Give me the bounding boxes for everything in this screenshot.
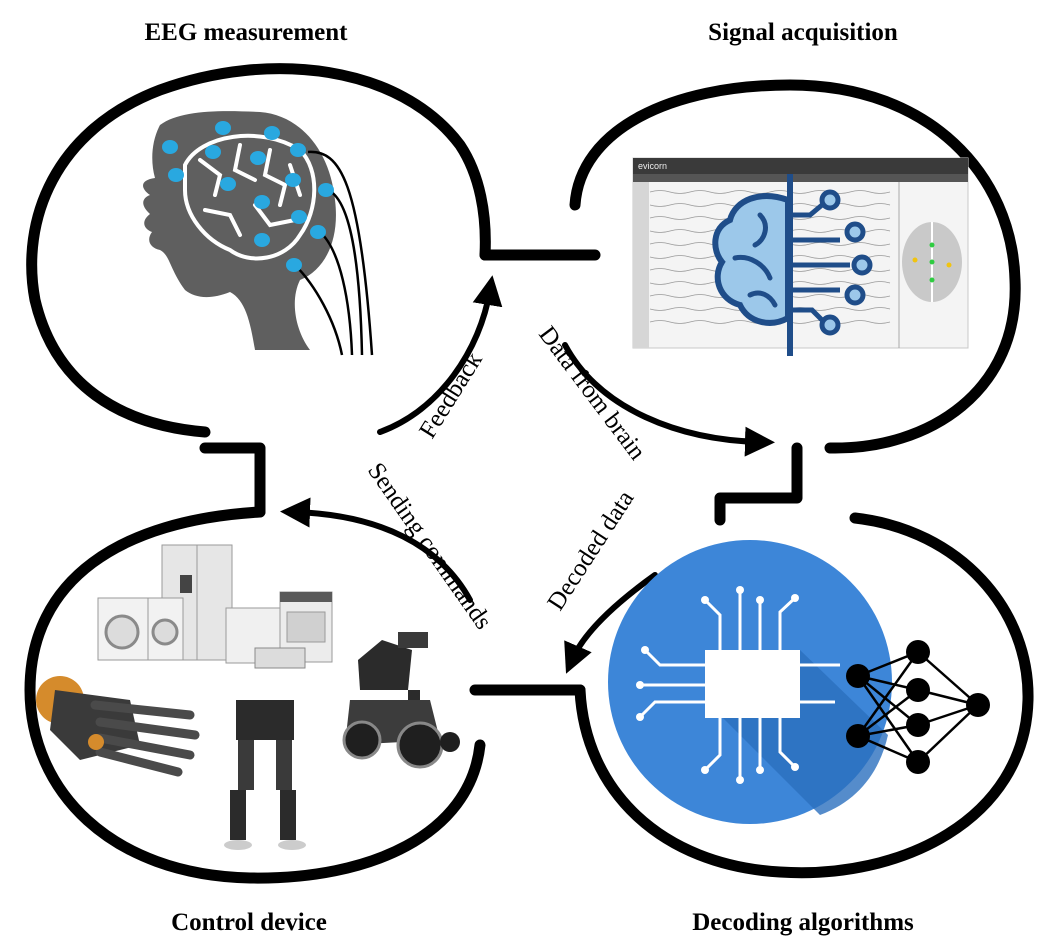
eeg-head-illustration xyxy=(143,111,374,356)
software-brand: evicorn xyxy=(638,161,667,171)
leg-exoskeleton xyxy=(224,700,306,850)
brain-icon-folds xyxy=(732,212,778,308)
arrow-sending-commands xyxy=(280,497,473,603)
title-eeg-measurement: EEG measurement xyxy=(145,19,349,46)
decoding-circle-outline xyxy=(574,512,1034,879)
topo-map xyxy=(902,222,962,302)
oven xyxy=(279,591,333,663)
channel-sidebar xyxy=(633,182,649,348)
control-circle-outline xyxy=(24,506,486,884)
decoding-illustration xyxy=(608,540,990,824)
label-sending-commands: Sending commands xyxy=(362,458,497,634)
connector-signal-to-decoding xyxy=(714,442,803,526)
signal-circle-outline xyxy=(569,79,1021,454)
power-wheelchair xyxy=(342,632,460,769)
arrow-feedback xyxy=(377,275,503,435)
electrode-cables xyxy=(294,150,374,356)
microwave xyxy=(254,647,306,669)
title-decoding-algorithms: Decoding algorithms xyxy=(692,909,914,936)
neural-network-nodes xyxy=(846,640,990,774)
arrow-data-from-brain xyxy=(562,342,775,457)
circuit-icon-right xyxy=(793,189,873,336)
brain-maze xyxy=(183,133,317,261)
eeg-electrodes xyxy=(162,121,334,272)
software-titlebar xyxy=(633,158,968,174)
chip-trace-ends xyxy=(636,586,799,784)
robotic-hand xyxy=(36,676,200,777)
connector-control-to-eeg xyxy=(199,442,266,518)
microchip xyxy=(705,650,800,718)
title-control-device: Control device xyxy=(171,909,327,936)
arrow-decoded-data xyxy=(564,572,658,674)
signal-software-window: evicorn xyxy=(632,157,969,356)
chip-traces xyxy=(638,590,840,780)
eeg-circle-outline xyxy=(26,63,491,438)
washer-dryer xyxy=(97,597,184,661)
title-signal-acquisition: Signal acquisition xyxy=(708,19,898,46)
control-devices-illustration xyxy=(36,544,460,850)
label-feedback: Feedback xyxy=(414,347,488,443)
